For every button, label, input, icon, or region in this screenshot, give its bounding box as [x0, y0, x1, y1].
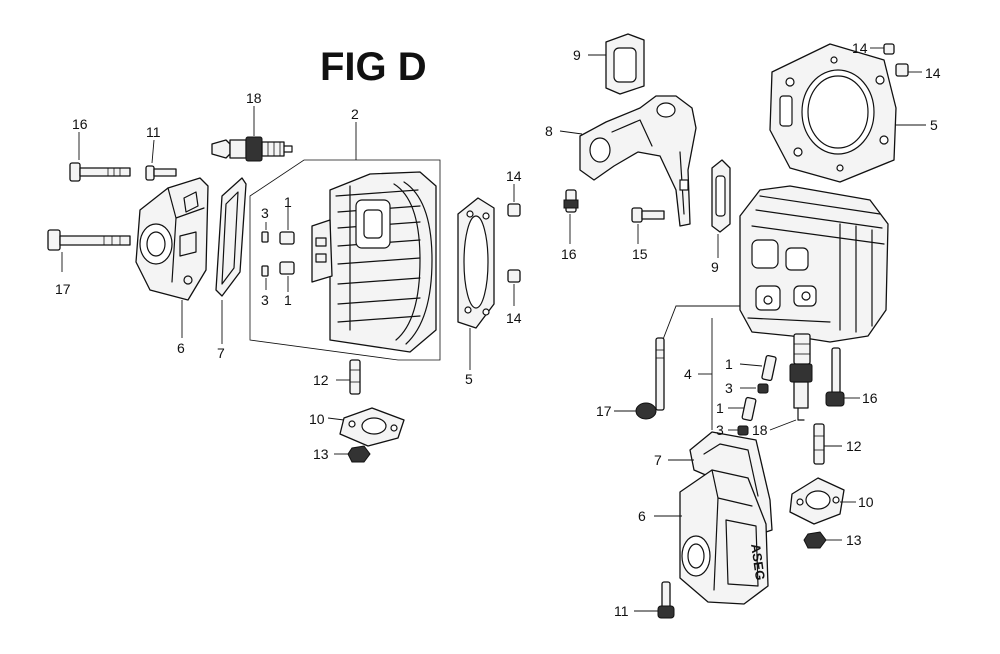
callout-5-right: 5	[930, 117, 938, 133]
callout-7-left: 7	[217, 345, 225, 361]
callout-10-right: 10	[858, 494, 874, 510]
callout-1-right-top: 1	[725, 356, 733, 372]
figure-title: FIG D	[320, 45, 427, 89]
callout-7-right: 7	[654, 452, 662, 468]
callout-9-right-top: 9	[573, 47, 581, 63]
head-gasket-5-right	[769, 43, 897, 183]
gasket-10-right	[789, 477, 845, 525]
callout-2-left: 2	[351, 106, 359, 122]
bolt-16-left	[69, 162, 131, 182]
bolt-15-right	[631, 207, 665, 223]
callout-16-right-top: 16	[561, 246, 577, 262]
callout-17-right: 17	[596, 403, 612, 419]
callout-6-right: 6	[638, 508, 646, 524]
nut-13-right	[803, 531, 827, 549]
callout-8-right: 8	[545, 123, 553, 139]
callout-14-right-second: 14	[925, 65, 941, 81]
callout-4-right: 4	[684, 366, 692, 382]
stud-12-left	[349, 359, 361, 395]
bolt-11-left	[145, 165, 177, 181]
dowels-14-right	[883, 43, 909, 77]
callout-13-left: 13	[313, 446, 329, 462]
bracket-8-right	[579, 95, 697, 227]
callout-1-right-bottom: 1	[716, 400, 724, 416]
head-cover-6-left	[135, 177, 209, 301]
gasket-7-left	[215, 177, 247, 297]
callout-18-left: 18	[246, 90, 262, 106]
callout-1-left-top: 1	[284, 194, 292, 210]
callout-5-left: 5	[465, 371, 473, 387]
callout-12-right: 12	[846, 438, 862, 454]
bolt-16-right-small	[563, 189, 579, 213]
callout-17-left: 17	[55, 281, 71, 297]
callout-3-left-bottom: 3	[261, 292, 269, 308]
gasket-10-left	[339, 407, 405, 447]
head-cover-6-right: ASEG	[679, 469, 769, 605]
stud-12-right	[813, 423, 825, 465]
spark-plug-18-left	[211, 136, 293, 162]
callout-1-left-bottom: 1	[284, 292, 292, 308]
dowels-left	[261, 231, 295, 277]
callout-12-left: 12	[313, 372, 329, 388]
callout-15-right: 15	[632, 246, 648, 262]
cylinder-head-left	[311, 171, 437, 353]
gasket-9-right-top	[605, 33, 645, 95]
callout-3-left-top: 3	[261, 205, 269, 221]
callout-11-left: 11	[146, 124, 161, 140]
callout-18-right: 18	[752, 422, 768, 438]
cover-marking: ASEG	[748, 543, 768, 582]
gasket-9-right-side	[711, 159, 731, 233]
spark-plug-18-right	[789, 333, 813, 421]
callout-16-left: 16	[72, 116, 88, 132]
bolt-16-right-long	[825, 347, 845, 407]
dowels-14-left	[507, 203, 521, 283]
callout-13-right: 13	[846, 532, 862, 548]
callout-14-left-top: 14	[506, 168, 522, 184]
nut-13-left	[347, 445, 371, 463]
callout-11-right: 11	[614, 603, 629, 619]
callout-16-right-bottom: 16	[862, 390, 878, 406]
bolt-11-right	[657, 581, 675, 619]
dowels-right	[737, 354, 777, 436]
callout-3-right-bottom: 3	[716, 422, 724, 438]
callout-10-left: 10	[309, 411, 325, 427]
callout-3-right-top: 3	[725, 380, 733, 396]
callout-6-left: 6	[177, 340, 185, 356]
bolt-17-right	[635, 337, 665, 420]
callout-9-right-side: 9	[711, 259, 719, 275]
bolt-17-left	[47, 229, 131, 251]
head-gasket-5-left	[457, 197, 495, 329]
assembly-frame-2-left	[249, 159, 441, 361]
cylinder-head-right	[739, 185, 889, 343]
callout-14-right-top: 14	[852, 40, 868, 56]
callout-14-left-bottom: 14	[506, 310, 522, 326]
